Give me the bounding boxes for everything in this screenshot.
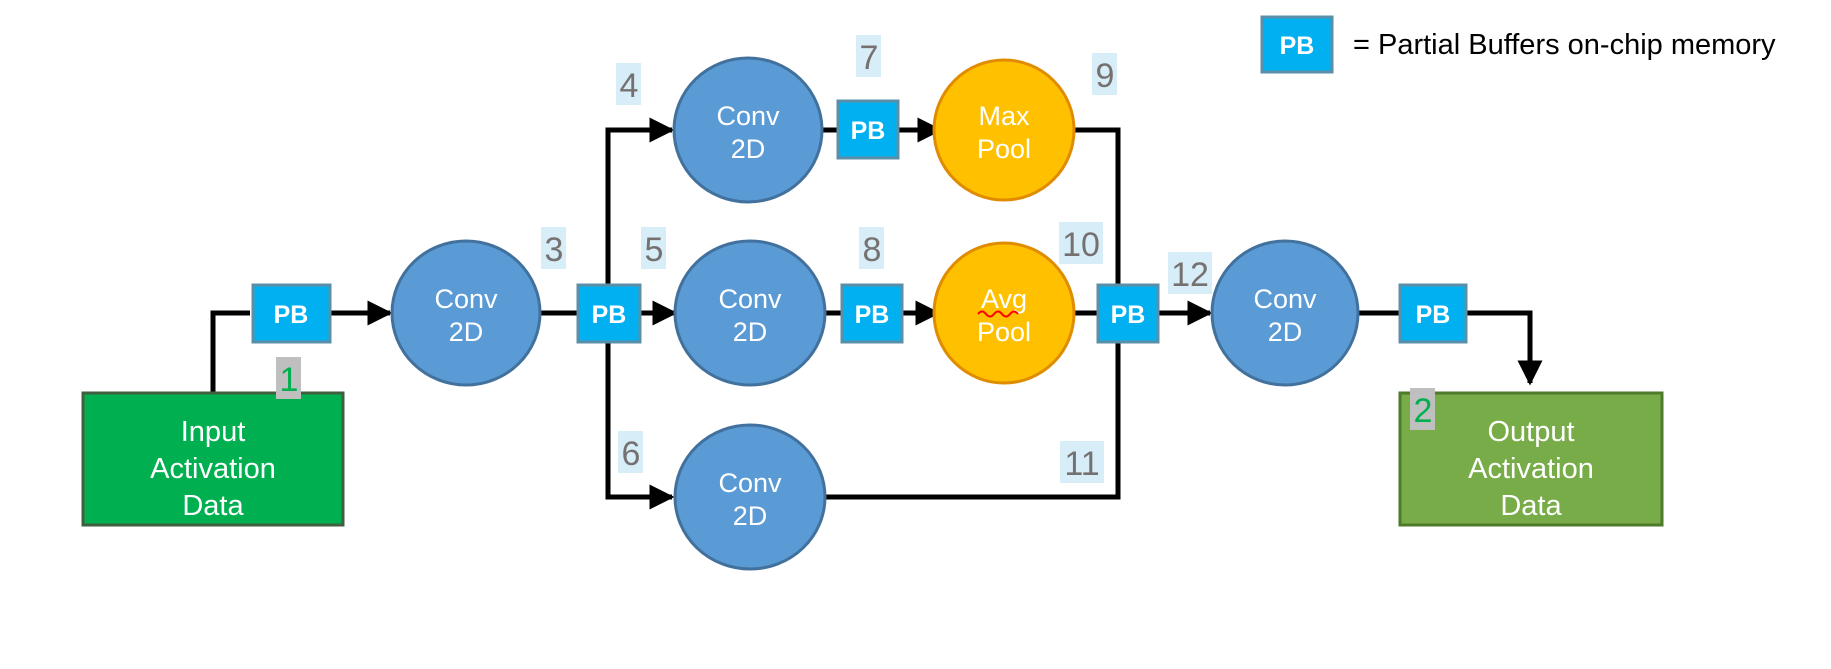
avgpool-label-line2: Pool (977, 317, 1031, 347)
conv2d-mid-node[interactable]: Conv 2D (673, 239, 827, 387)
conv2d-output-node[interactable]: Conv 2D (1210, 239, 1360, 387)
legend-pb-swatch (1260, 15, 1334, 74)
step-badge-8: 8 (859, 227, 884, 269)
step-7-label: 7 (860, 39, 879, 77)
pb-split-label: PB (592, 301, 627, 329)
step-8-label: 8 (863, 231, 882, 269)
conv-mid-label-line2: 2D (733, 317, 768, 347)
maxpool-label-line1: Max (978, 101, 1030, 131)
conv-out-label-line2: 2D (1268, 317, 1303, 347)
input-label-line3: Data (182, 490, 244, 522)
conv-mid-label-line1: Conv (718, 284, 782, 314)
step-badge-9: 9 (1092, 53, 1117, 95)
pb-top-buffer[interactable]: PB (836, 99, 900, 160)
pb-mid-buffer[interactable]: PB (840, 283, 904, 344)
step-6-label: 6 (622, 435, 641, 473)
step-5-label: 5 (645, 231, 664, 269)
step-10-label: 10 (1062, 226, 1100, 264)
pb-output-label: PB (1416, 301, 1451, 329)
step-9-label: 9 (1096, 57, 1115, 95)
step-badge-3: 3 (541, 227, 566, 269)
legend-description: = Partial Buffers on-chip memory (1353, 29, 1776, 61)
conv2d-top-node[interactable]: Conv 2D (672, 56, 824, 204)
pb-join-label: PB (1111, 301, 1146, 329)
step-badge-11: 11 (1060, 441, 1104, 483)
avgpool-node[interactable]: Avg Pool (932, 241, 1076, 385)
step-3-label: 3 (545, 231, 564, 269)
conv-in-label-line2: 2D (449, 317, 484, 347)
edge-pb-split-to-conv-top (605, 117, 675, 313)
pb-split-buffer[interactable]: PB (576, 283, 642, 344)
step-11-label: 11 (1064, 445, 1099, 483)
edge-conv-bot-to-pb-join (824, 313, 1121, 500)
edge-pb-split-to-conv-bot (605, 313, 675, 510)
step-badge-12: 12 (1168, 252, 1212, 294)
conv2d-input-node[interactable]: Conv 2D (390, 239, 542, 387)
step-badge-6: 6 (618, 431, 643, 473)
pb-input-buffer[interactable]: PB (251, 283, 332, 344)
edge-pb-output-to-output (1466, 310, 1543, 386)
pb-mid-label: PB (855, 301, 890, 329)
edge-input-to-pb1 (210, 310, 250, 393)
edge-maxpool-to-pb-join (1058, 127, 1121, 313)
pb-output-buffer[interactable]: PB (1398, 283, 1468, 344)
avgpool-label-line1: Avg (981, 284, 1027, 314)
input-activation-box[interactable]: Input Activation Data (81, 391, 345, 527)
step-badge-4: 4 (616, 63, 641, 105)
maxpool-label-line2: Pool (977, 134, 1031, 164)
step-badge-10: 10 (1059, 222, 1103, 264)
conv-in-label-line1: Conv (434, 284, 498, 314)
step-4-label: 4 (620, 67, 639, 105)
output-label-line3: Data (1500, 490, 1562, 522)
conv-top-label-line2: 2D (731, 134, 766, 164)
output-activation-box[interactable]: Output Activation Data (1398, 391, 1664, 527)
pb-top-label: PB (851, 117, 886, 145)
conv-top-label-line1: Conv (716, 101, 780, 131)
step-badge-1: 1 (276, 357, 301, 399)
output-label-line2: Activation (1468, 453, 1594, 485)
step-12-label: 12 (1171, 256, 1209, 294)
step-badge-5: 5 (641, 227, 666, 269)
conv-bot-label-line2: 2D (733, 501, 768, 531)
legend: PB = Partial Buffers on-chip memory (1260, 15, 1776, 74)
maxpool-node[interactable]: Max Pool (932, 58, 1076, 202)
input-label-line2: Activation (150, 453, 276, 485)
legend-pb-swatch-label: PB (1280, 32, 1315, 60)
conv2d-bottom-node[interactable]: Conv 2D (673, 423, 827, 571)
input-label-line1: Input (181, 416, 246, 448)
conv-out-label-line1: Conv (1253, 284, 1317, 314)
step-badge-7: 7 (856, 35, 881, 77)
step-2-label: 2 (1414, 392, 1433, 430)
step-1-label: 1 (280, 361, 299, 399)
step-badge-2: 2 (1410, 388, 1435, 430)
conv-bot-label-line1: Conv (718, 468, 782, 498)
spellcheck-squiggle (977, 310, 1019, 318)
pb-input-label: PB (274, 301, 309, 329)
output-label-line1: Output (1487, 416, 1574, 448)
pb-join-buffer[interactable]: PB (1096, 283, 1160, 344)
